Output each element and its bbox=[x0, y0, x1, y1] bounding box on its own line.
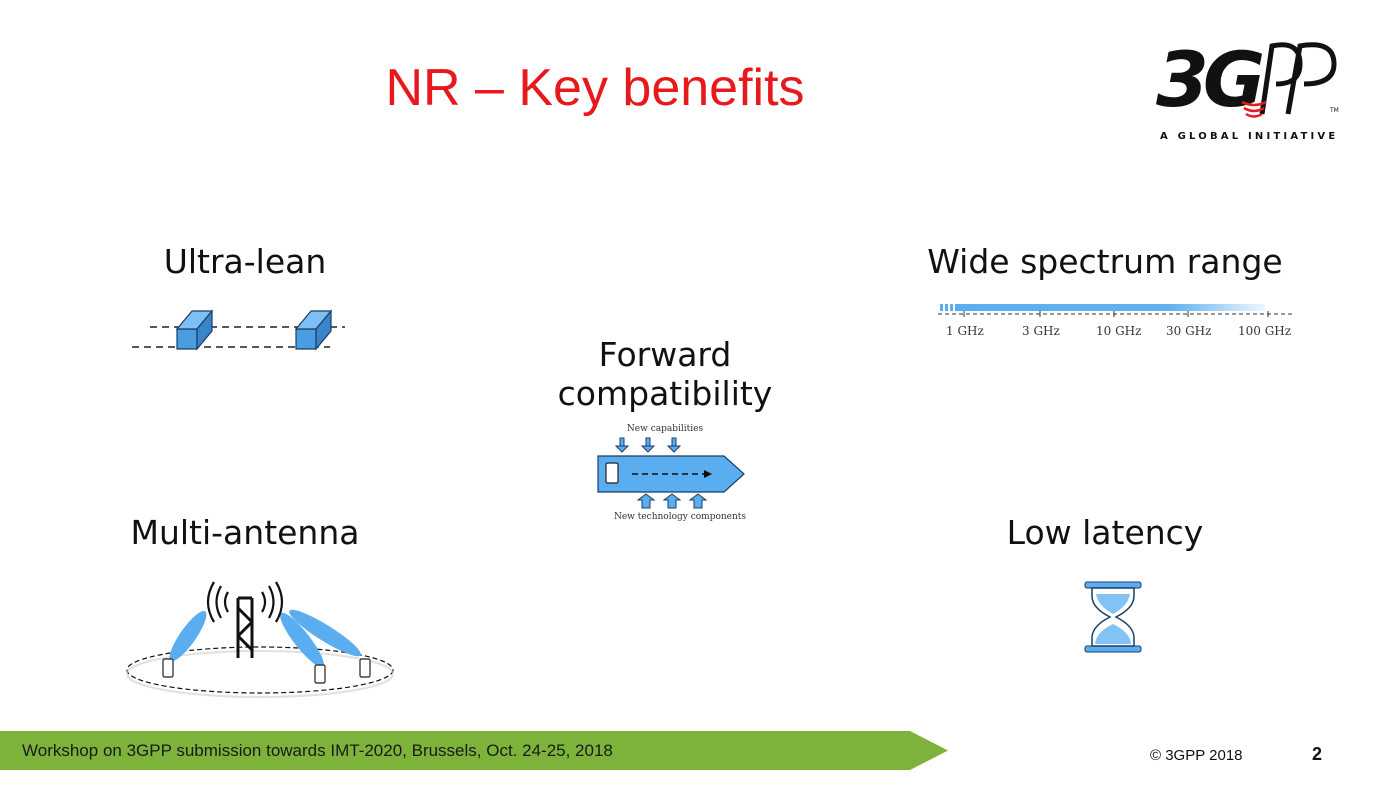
spectrum-tick-3ghz: 3 GHz bbox=[1022, 324, 1060, 338]
multi-antenna-illustration bbox=[120, 578, 400, 698]
logo-tm: TM bbox=[1329, 107, 1339, 114]
footer-copyright: © 3GPP 2018 bbox=[1150, 747, 1243, 764]
phone-icon bbox=[605, 462, 619, 484]
footer-bar bbox=[0, 731, 948, 770]
forward-compat-illustration bbox=[592, 436, 752, 510]
footer-workshop-text: Workshop on 3GPP submission towards IMT-… bbox=[22, 741, 613, 760]
spectrum-tick-10ghz: 10 GHz bbox=[1096, 324, 1142, 338]
benefit-low-latency: Low latency bbox=[1006, 513, 1204, 552]
benefit-ultra-lean: Ultra-lean bbox=[163, 242, 327, 281]
logo-3gpp: 3G TM bbox=[1150, 28, 1350, 128]
benefit-multi-antenna: Multi-antenna bbox=[130, 513, 360, 552]
forward-label-new-technology-components: New technology components bbox=[613, 512, 747, 522]
svg-text:3G: 3G bbox=[1156, 35, 1263, 124]
hourglass-icon bbox=[1084, 581, 1142, 653]
spectrum-bar bbox=[938, 300, 1298, 320]
3gpp-logo-icon: 3G TM bbox=[1156, 35, 1339, 124]
benefit-forward-compat-line1: Forward bbox=[598, 335, 732, 374]
spectrum-tick-1ghz: 1 GHz bbox=[946, 324, 984, 338]
forward-arrow-icon bbox=[597, 437, 745, 509]
spectrum-tick-100ghz: 100 GHz bbox=[1238, 324, 1292, 338]
antenna-tower-icon bbox=[126, 581, 394, 698]
spectrum-bar-graphic bbox=[938, 304, 1293, 317]
slide-title: NR – Key benefits bbox=[385, 59, 805, 117]
spectrum-tick-30ghz: 30 GHz bbox=[1166, 324, 1212, 338]
benefit-forward-compat-line2: compatibility bbox=[557, 374, 773, 413]
forward-label-new-capabilities: New capabilities bbox=[626, 424, 704, 434]
page-number: 2 bbox=[1312, 744, 1323, 764]
low-latency-illustration bbox=[1082, 580, 1144, 656]
benefit-wide-spectrum: Wide spectrum range bbox=[927, 242, 1283, 281]
phone-icon-left bbox=[162, 658, 174, 678]
logo-tagline: A GLOBAL INITIATIVE bbox=[1160, 131, 1339, 142]
ultra-lean-blocks-icon bbox=[132, 309, 345, 351]
phone-icon-right bbox=[359, 658, 371, 678]
ultra-lean-illustration bbox=[130, 305, 350, 355]
phone-icon-middle bbox=[314, 664, 326, 684]
